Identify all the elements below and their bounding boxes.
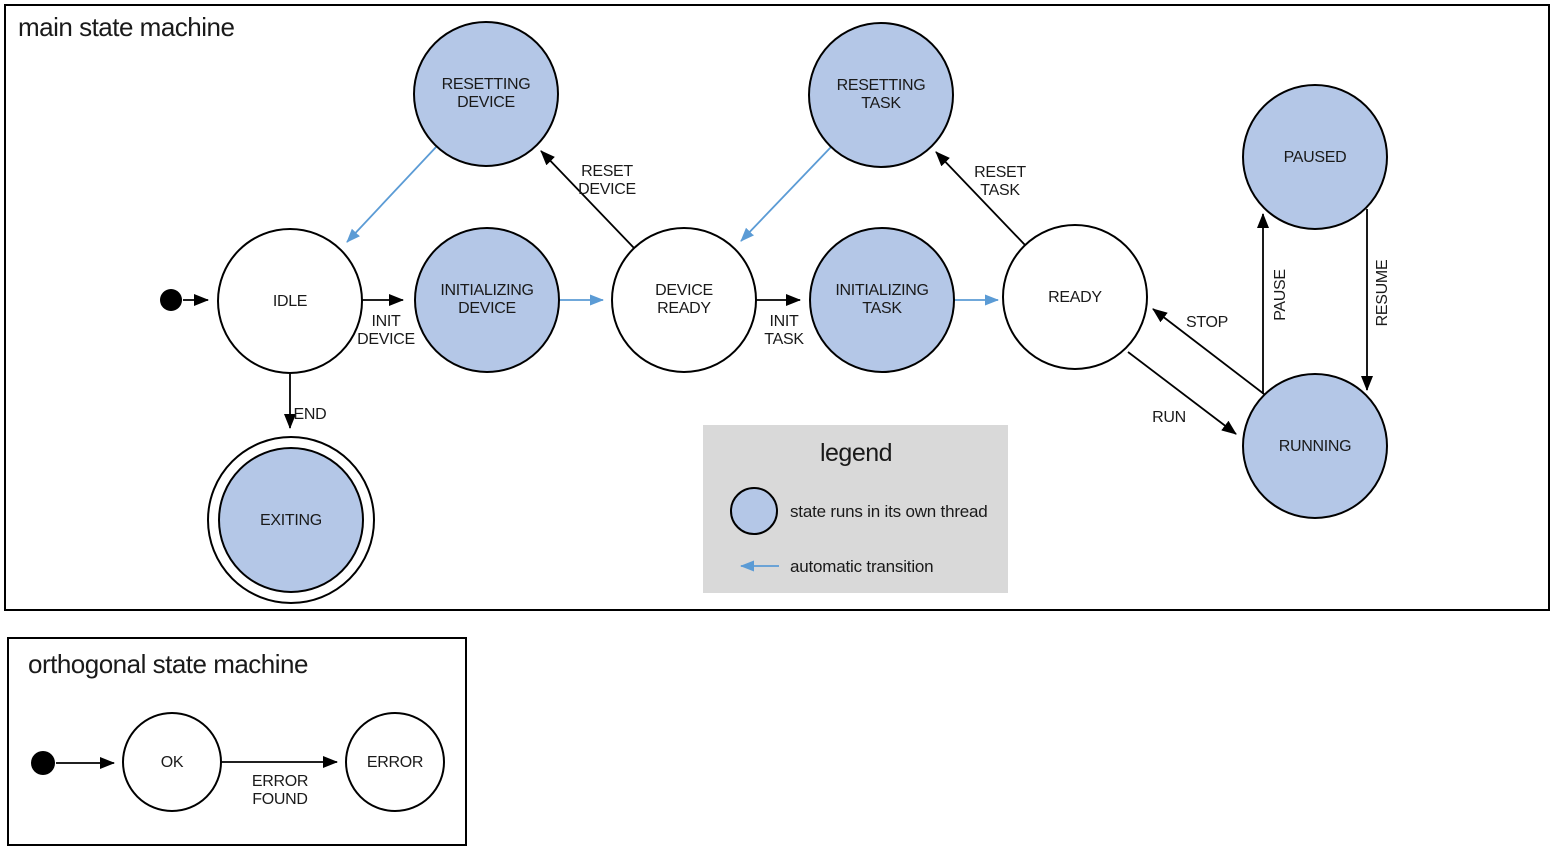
- state-label-exiting: EXITING: [260, 512, 322, 529]
- transition-stop: [1152, 308, 1265, 395]
- transition-label-pause: PAUSE: [1272, 269, 1289, 321]
- transition-label-error-found: FOUND: [252, 791, 307, 808]
- transition-label-init-task: INIT: [769, 313, 799, 330]
- transition-label-end: END: [294, 406, 327, 423]
- transition-run: [1127, 351, 1237, 435]
- state-exiting: [218, 447, 364, 593]
- transition-label-init-device: INIT: [371, 313, 401, 330]
- transition-reset-task: [935, 151, 1026, 246]
- state-label-running: RUNNING: [1279, 438, 1352, 455]
- state-label-error: ERROR: [367, 754, 423, 771]
- transition-label-reset-device: RESET: [581, 163, 633, 180]
- legend: legend state runs in its own thread auto…: [703, 425, 1008, 593]
- state-label-initializing-device: DEVICE: [458, 300, 516, 317]
- state-label-ready: READY: [1048, 289, 1102, 306]
- legend-title: legend: [820, 439, 892, 467]
- transition-label-init-device: DEVICE: [357, 331, 415, 348]
- state-label-idle: IDLE: [273, 293, 307, 310]
- state-label-ok: OK: [161, 754, 184, 771]
- state-resetting-task: [808, 22, 954, 168]
- transition-label-resume: RESUME: [1374, 260, 1391, 327]
- orthogonal-machine-frame: [7, 637, 467, 846]
- transition-resetting-task-to-device-ready: [740, 146, 832, 242]
- main-machine-frame: [4, 4, 1550, 611]
- transition-label-reset-device: DEVICE: [578, 181, 636, 198]
- transition-reset-device: [540, 150, 635, 249]
- state-label-initializing-task: INITIALIZING: [835, 282, 928, 299]
- state-label-resetting-task: RESETTING: [837, 77, 926, 94]
- main-state-machine: main state machine INIT DEVICE RESET DEV…: [4, 4, 1550, 611]
- transition-label-run: RUN: [1152, 409, 1186, 426]
- initial-state-dot: [160, 289, 182, 311]
- state-error: [345, 712, 445, 812]
- state-label-resetting-device: DEVICE: [457, 94, 515, 111]
- orthogonal-machine-title: orthogonal state machine: [28, 649, 308, 679]
- state-label-paused: PAUSED: [1284, 149, 1347, 166]
- state-paused: [1242, 84, 1388, 230]
- transition-label-reset-task: RESET: [974, 164, 1026, 181]
- transition-label-init-task: TASK: [764, 331, 804, 348]
- state-ready: [1002, 224, 1148, 370]
- transition-resetting-device-to-idle: [346, 145, 438, 243]
- state-ok: [122, 712, 222, 812]
- legend-item-label: automatic transition: [790, 557, 933, 576]
- legend-item-label: state runs in its own thread: [790, 502, 988, 521]
- state-label-resetting-device: RESETTING: [442, 76, 531, 93]
- state-label-initializing-device: INITIALIZING: [440, 282, 533, 299]
- transition-label-error-found: ERROR: [252, 773, 308, 790]
- state-label-device-ready: READY: [657, 300, 711, 317]
- legend-threaded-state-icon: [730, 487, 778, 535]
- state-label-initializing-task: TASK: [862, 300, 902, 317]
- orthogonal-state-machine: orthogonal state machine ERROR FOUND OK …: [7, 637, 467, 846]
- state-running: [1242, 373, 1388, 519]
- state-label-resetting-task: TASK: [861, 95, 901, 112]
- transition-label-stop: STOP: [1186, 314, 1228, 331]
- main-machine-title: main state machine: [18, 12, 234, 42]
- transition-label-reset-task: TASK: [980, 182, 1020, 199]
- state-idle: [217, 228, 363, 374]
- state-initializing-task: [809, 227, 955, 373]
- state-resetting-device: [413, 21, 559, 167]
- state-label-device-ready: DEVICE: [655, 282, 713, 299]
- initial-state-dot: [31, 751, 55, 775]
- state-device-ready: [611, 227, 757, 373]
- state-initializing-device: [414, 227, 560, 373]
